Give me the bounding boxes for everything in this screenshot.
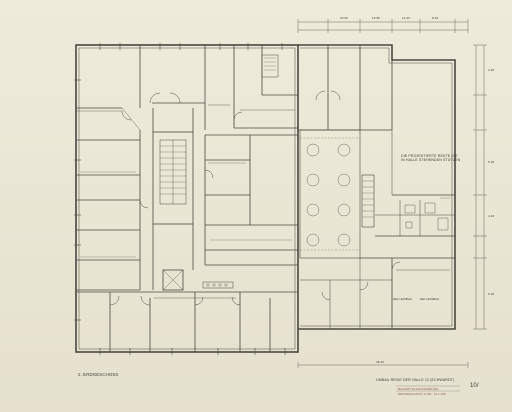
sheet-number: 10/ — [470, 383, 479, 389]
dimension-chain-bottom — [297, 362, 469, 368]
column-hall — [299, 129, 361, 259]
hall-annotation: DIE PROJEKTIERTE REKTE DIE IN HALLE STEH… — [401, 154, 461, 162]
room-annotation-b: NEU EINBAU — [420, 297, 440, 301]
left-offices — [76, 107, 141, 291]
stamp-line-1: BAUAMT-PLANUNGSBÜRO — [398, 387, 439, 391]
right-small-rooms — [375, 130, 455, 237]
right-lower-rooms — [300, 257, 455, 329]
room-annotation-a: NEU EINBAU — [393, 297, 413, 301]
dimension-label-top-3: 12.20 — [402, 16, 411, 20]
drawing-title: UMBAU REVIE DER HALLE 12 (ECHWARDT) — [376, 378, 455, 382]
floor-label: 2. ERDGESCHOSS — [78, 372, 119, 377]
dimension-chain-right — [473, 44, 487, 330]
right-building-outline — [298, 44, 456, 330]
dimension-label-top-2: 16.80 — [372, 16, 381, 20]
left-building-door-swings — [109, 92, 243, 306]
left-building-top-rooms — [76, 45, 298, 130]
stamp-frame — [396, 385, 460, 392]
hall-block-upper-rooms — [298, 45, 393, 131]
left-building-wall-ticks — [74, 43, 286, 355]
dimension-label-right-3: 4.10 — [488, 214, 495, 218]
dimension-chain-top — [297, 19, 469, 33]
lift-shaft — [162, 269, 184, 291]
left-building-outline — [75, 44, 299, 353]
middle-offices — [204, 134, 298, 266]
hall-stair — [361, 174, 375, 228]
dimension-label-right-1: 4.20 — [488, 68, 495, 72]
dimension-label-right-2: 5.30 — [488, 160, 495, 164]
dimension-label-bottom: 48.20 — [376, 360, 385, 364]
stamp-line-2: ERDGESCHOSS 1:100 · M 1:100 — [398, 392, 446, 396]
central-stair-core — [152, 108, 194, 290]
left-building-bottom-rooms — [76, 281, 298, 352]
dimension-label-right-4: 6.20 — [488, 292, 495, 296]
dimension-label-top-4: 8.40 — [432, 16, 439, 20]
dimension-label-top-1: 20.90 — [340, 16, 349, 20]
